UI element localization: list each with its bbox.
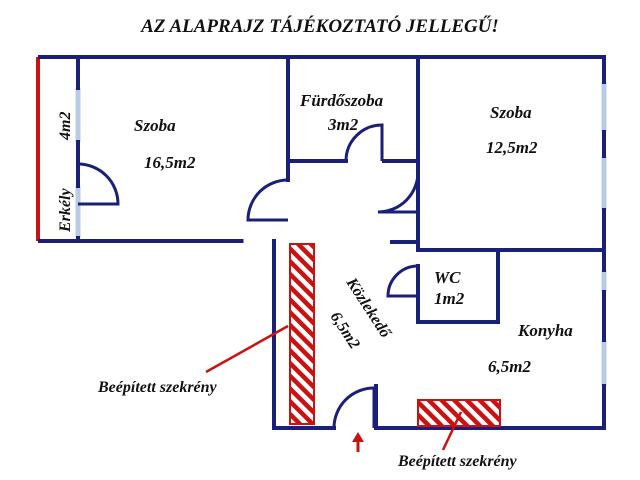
- balcony: [36, 55, 78, 243]
- room-name-wc: WC: [434, 268, 461, 287]
- room-name-szoba-1: Szoba: [134, 116, 176, 135]
- closet-bottom-pointer: [441, 411, 463, 451]
- walls: [76, 55, 606, 430]
- room-area-szoba-2: 12,5m2: [486, 138, 538, 157]
- room-area-kozlekedo: 6,5m2: [327, 309, 363, 352]
- room-area-wc: 1m2: [434, 289, 465, 308]
- room-area-konyha: 6,5m2: [488, 357, 531, 376]
- closet-bottom-label: Beépített szekrény: [397, 453, 518, 470]
- room-name-erkely: Erkély: [57, 188, 74, 233]
- plan-title: AZ ALAPRAJZ TÁJÉKOZTATÓ JELLEGŰ!: [140, 15, 499, 37]
- room-name-furdoszoba: Fürdőszoba: [299, 91, 384, 110]
- room-area-furdoszoba: 3m2: [327, 115, 359, 134]
- windows: [75, 82, 607, 386]
- room-name-konyha: Konyha: [517, 321, 573, 340]
- closet-left: [289, 243, 315, 425]
- closet-left-label: Beépített szekrény: [97, 379, 218, 396]
- door-swings: [77, 123, 420, 429]
- entrance-arrow-icon: [352, 432, 364, 452]
- room-area-szoba-1: 16,5m2: [144, 153, 196, 172]
- room-name-szoba-2: Szoba: [490, 103, 532, 122]
- closet-left-pointer: [205, 324, 289, 374]
- room-area-erkely: 4m2: [57, 112, 74, 141]
- closet-bottom: [417, 399, 501, 427]
